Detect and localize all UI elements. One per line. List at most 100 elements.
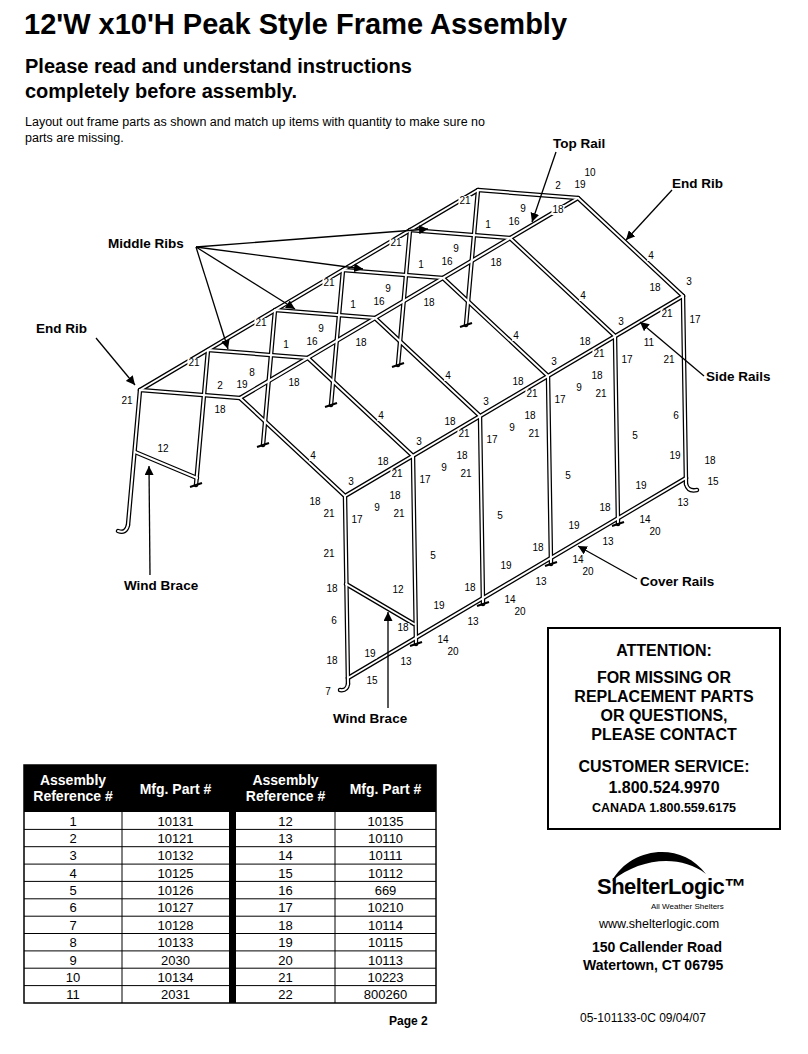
table-cell: 15 bbox=[278, 866, 292, 879]
frame-outline bbox=[118, 190, 697, 690]
callout-number: 20 bbox=[648, 527, 661, 537]
notice-body: FOR MISSING OR REPLACEMENT PARTS OR QUES… bbox=[570, 668, 758, 744]
callout-number: 19 bbox=[634, 481, 647, 491]
callout-number: 18 bbox=[308, 497, 321, 507]
callout-number: 1 bbox=[282, 340, 290, 350]
callout-number: 18 bbox=[598, 503, 611, 513]
callout-number: 21 bbox=[458, 196, 471, 206]
parts-table bbox=[24, 765, 436, 1003]
callout-number: 21 bbox=[390, 469, 403, 479]
callout-number: 4 bbox=[377, 411, 385, 421]
table-cell: 4 bbox=[69, 866, 76, 879]
callout-number: 9 bbox=[440, 463, 448, 473]
table-cell: 22 bbox=[278, 988, 292, 1001]
callout-number: 19 bbox=[499, 561, 512, 571]
page-number: Page 2 bbox=[389, 1015, 428, 1029]
callout-number: 16 bbox=[372, 297, 385, 307]
callout-number: 5 bbox=[496, 511, 504, 521]
callout-number: 20 bbox=[581, 567, 594, 577]
callout-number: 21 bbox=[525, 389, 538, 399]
table-cell: 13 bbox=[278, 832, 292, 845]
callout-number: 1 bbox=[484, 220, 492, 230]
part-name: Middle Ribs bbox=[108, 236, 184, 252]
table-cell: 16 bbox=[278, 884, 292, 897]
table-cell: 10125 bbox=[157, 866, 193, 879]
callout-number: 19 bbox=[668, 451, 681, 461]
callout-number: 19 bbox=[363, 649, 376, 659]
callout-number: 13 bbox=[399, 657, 412, 667]
callout-number: 9 bbox=[575, 383, 583, 393]
table-cell: 6 bbox=[69, 901, 76, 914]
callout-number: 17 bbox=[350, 515, 363, 525]
table-cell: 669 bbox=[375, 884, 397, 897]
callout-number: 16 bbox=[507, 217, 520, 227]
table-cell: 14 bbox=[278, 849, 292, 862]
table-cell: 8 bbox=[69, 936, 76, 949]
table-header: Assembly Reference # bbox=[27, 772, 119, 806]
part-name: End Rib bbox=[672, 176, 723, 192]
callout-number: 9 bbox=[373, 503, 381, 513]
table-cell: 3 bbox=[69, 849, 76, 862]
callout-number: 19 bbox=[235, 380, 248, 390]
callout-number: 1 bbox=[349, 300, 357, 310]
callout-number: 18 bbox=[523, 411, 536, 421]
callout-number: 14 bbox=[503, 595, 516, 605]
callout-number: 13 bbox=[676, 498, 689, 508]
canada-phone: CANADA 1.800.559.6175 bbox=[592, 801, 736, 815]
callout-number: 2 bbox=[216, 381, 224, 391]
table-cell: 11 bbox=[66, 988, 80, 1001]
callout-number: 21 bbox=[389, 238, 402, 248]
callout-number: 5 bbox=[564, 471, 572, 481]
callout-number: 21 bbox=[527, 429, 540, 439]
table-cell: 10210 bbox=[367, 901, 403, 914]
callout-number: 15 bbox=[365, 676, 378, 686]
callout-number: 2 bbox=[554, 181, 562, 191]
callout-number: 18 bbox=[396, 623, 409, 633]
callout-number: 14 bbox=[571, 555, 584, 565]
table-cell: 10111 bbox=[368, 849, 402, 862]
notice-box: ATTENTION: FOR MISSING OR REPLACEMENT PAR… bbox=[547, 627, 781, 830]
callout-number: 18 bbox=[287, 378, 300, 388]
callout-number: 13 bbox=[534, 577, 547, 587]
table-cell: 10126 bbox=[157, 884, 193, 897]
instruction-note: Layout out frame parts as shown and matc… bbox=[25, 114, 495, 147]
callout-number: 12 bbox=[156, 444, 169, 454]
callout-number: 9 bbox=[452, 244, 460, 254]
website: www.shelterlogic.com bbox=[599, 917, 719, 931]
table-cell: 10110 bbox=[368, 832, 403, 845]
callout-number: 21 bbox=[254, 318, 267, 328]
table-cell: 10128 bbox=[157, 918, 193, 931]
callout-number: 21 bbox=[459, 469, 472, 479]
callout-number: 13 bbox=[601, 537, 614, 547]
callout-number: 21 bbox=[187, 358, 200, 368]
table-cell: 10115 bbox=[368, 936, 403, 949]
table-cell: 10223 bbox=[367, 970, 403, 983]
callout-number: 3 bbox=[347, 477, 355, 487]
callout-number: 9 bbox=[317, 324, 325, 334]
callout-number: 21 bbox=[322, 549, 335, 559]
part-name: Side Rails bbox=[706, 369, 771, 385]
callout-number: 9 bbox=[508, 423, 516, 433]
callout-number: 18 bbox=[354, 338, 367, 348]
callout-number: 14 bbox=[638, 515, 651, 525]
callout-number: 17 bbox=[485, 435, 498, 445]
callout-number: 20 bbox=[513, 607, 526, 617]
notice-heading: ATTENTION: bbox=[616, 642, 712, 660]
table-cell: 2031 bbox=[161, 988, 190, 1001]
base-plates bbox=[190, 323, 624, 646]
address-line: 150 Callender Road bbox=[592, 939, 722, 955]
callout-number: 18 bbox=[388, 491, 401, 501]
frame-tube bbox=[118, 190, 697, 690]
callout-number: 5 bbox=[429, 551, 437, 561]
table-header: Mfg. Part # bbox=[130, 780, 222, 797]
part-name: Top Rail bbox=[553, 136, 605, 152]
callout-number: 4 bbox=[512, 331, 520, 341]
callout-number: 21 bbox=[322, 278, 335, 288]
callout-number: 18 bbox=[376, 457, 389, 467]
callout-number: 18 bbox=[422, 298, 435, 308]
callout-number: 18 bbox=[463, 583, 476, 593]
table-cell: 21 bbox=[278, 970, 292, 983]
callout-number: 21 bbox=[594, 389, 607, 399]
callout-number: 19 bbox=[432, 601, 445, 611]
callout-number: 9 bbox=[519, 204, 527, 214]
